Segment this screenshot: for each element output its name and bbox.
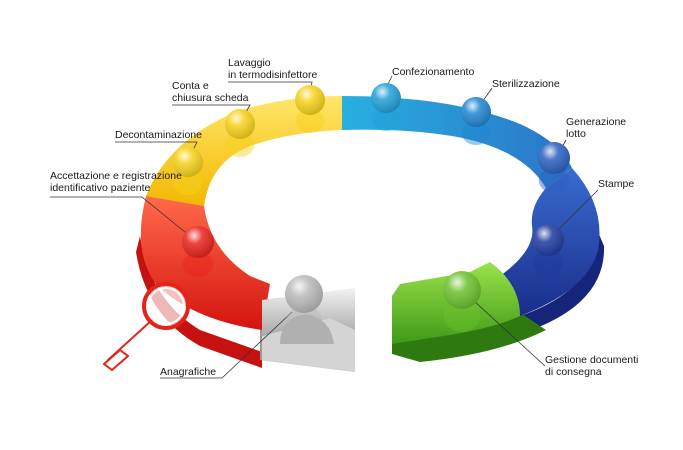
ball-generazione-lotto xyxy=(538,142,570,194)
ball-lavaggio xyxy=(295,85,325,133)
ball-stampe xyxy=(532,224,564,276)
label-stampe: Stampe xyxy=(598,178,635,190)
ball-conta xyxy=(225,109,255,157)
label-gestione-documenti: Gestione documenti di consegna xyxy=(545,354,639,378)
label-generazione-lotto: Generazione lotto xyxy=(566,116,627,140)
label-sterilizzazione: Sterilizzazione xyxy=(492,78,560,90)
label-accettazione: Accettazione e registrazione identificat… xyxy=(50,170,182,194)
person-icon xyxy=(280,314,334,344)
ball-sterilizzazione xyxy=(461,97,491,145)
ball-accettazione xyxy=(182,226,214,278)
ball-confezionamento xyxy=(371,83,401,131)
magnifier-icon xyxy=(101,282,190,372)
ball-decontaminazione xyxy=(173,147,203,195)
label-decontaminazione: Decontaminazione xyxy=(115,129,202,141)
label-anagrafiche: Anagrafiche xyxy=(160,366,217,378)
label-conta: Conta e chiusura scheda xyxy=(172,80,249,104)
label-lavaggio: Lavaggio in termodisinfettore xyxy=(228,57,318,81)
ball-gestione-documenti xyxy=(443,271,481,332)
label-confezionamento: Confezionamento xyxy=(392,66,475,78)
